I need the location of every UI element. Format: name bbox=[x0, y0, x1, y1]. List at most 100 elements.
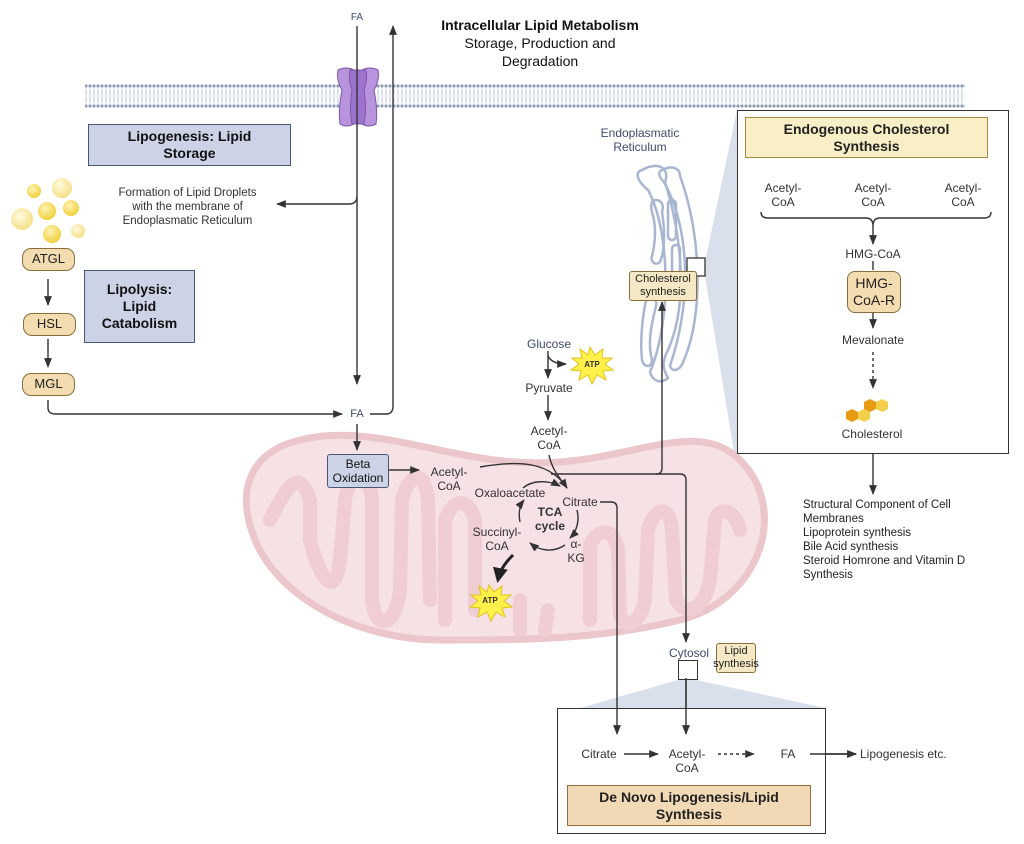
chol-acetyl-coa-2: Acetyl- CoA bbox=[848, 181, 898, 209]
dnl-panel-title: De Novo Lipogenesis/Lipid Synthesis bbox=[567, 785, 811, 826]
hmg-coa-label: HMG-CoA bbox=[845, 247, 901, 261]
droplet-text-line3: Endoplasmatic Reticulum bbox=[122, 215, 253, 227]
alpha-kg-label: α- KG bbox=[564, 537, 588, 565]
succinyl-to-oxaloacetate-arrow bbox=[515, 499, 525, 523]
droplet-text-line1: Formation of Lipid Droplets bbox=[118, 187, 257, 199]
tca-cycle-label: TCA cycle bbox=[525, 505, 575, 533]
cholesterol-uses-list: Structural Component of Cell Membranes L… bbox=[803, 498, 1003, 582]
oxaloacetate-label: Oxaloacetate bbox=[474, 486, 546, 500]
acetyl-coa-glycolysis: Acetyl- CoA bbox=[522, 424, 576, 452]
glucose-label: Glucose bbox=[526, 337, 572, 351]
dnl-acetyl-coa-label: Acetyl- CoA bbox=[662, 747, 712, 775]
oxaloacetate-to-citrate-arrow bbox=[522, 478, 561, 489]
chol-tag-line1: Cholesterol bbox=[635, 273, 691, 285]
diagram-title: Intracellular Lipid Metabolism Storage, … bbox=[410, 16, 670, 70]
cytosol-zoom-box bbox=[678, 660, 698, 680]
chol-title-line1: Endogenous Cholesterol bbox=[783, 121, 950, 137]
dnl-acetyl-line1: Acetyl- bbox=[668, 747, 706, 761]
lipolysis-line3: Catabolism bbox=[101, 315, 178, 331]
beta-line1: Beta bbox=[345, 457, 371, 471]
enzyme-mgl: MGL bbox=[22, 373, 75, 396]
chol-acetyl-1-line1: Acetyl- bbox=[764, 181, 802, 195]
lipogenesis-etc-label: Lipogenesis etc. bbox=[860, 747, 947, 761]
chol-acetyl-coa-3: Acetyl- CoA bbox=[938, 181, 988, 209]
acetyl-gly-line2: CoA bbox=[537, 438, 561, 452]
chol-acetyl-2-line1: Acetyl- bbox=[854, 181, 892, 195]
cytosol-zoom-wedge bbox=[580, 680, 826, 708]
droplet-formation-text: Formation of Lipid Droplets with the mem… bbox=[100, 186, 275, 228]
mevalonate-label: Mevalonate bbox=[841, 333, 905, 347]
fa-center-label: FA bbox=[350, 408, 364, 420]
dnl-title-line1: De Novo Lipogenesis/Lipid bbox=[599, 789, 779, 805]
er-label-line2: Reticulum bbox=[613, 140, 667, 154]
chol-acetyl-3-line1: Acetyl- bbox=[944, 181, 982, 195]
chol-acetyl-2-line2: CoA bbox=[861, 195, 885, 209]
succinyl-line1: Succinyl- bbox=[472, 525, 522, 539]
lipid-droplets-icon bbox=[11, 178, 85, 243]
enzyme-hsl: HSL bbox=[23, 313, 76, 336]
glucose-atp-arrow bbox=[547, 355, 567, 368]
atp-star-glycolysis bbox=[569, 345, 615, 386]
title-sub-1: Storage, Production and bbox=[464, 35, 616, 51]
akg-line2: KG bbox=[567, 551, 585, 565]
chol-title-line2: Synthesis bbox=[833, 138, 900, 154]
lipolysis-line1: Lipolysis: bbox=[106, 281, 173, 297]
tca-line1: TCA bbox=[537, 505, 563, 519]
use-item: Synthesis bbox=[803, 569, 853, 581]
fa-top-label: FA bbox=[350, 12, 364, 23]
er-label-line1: Endoplasmatic bbox=[600, 126, 680, 140]
use-item: Structural Component of Cell bbox=[803, 499, 951, 511]
lipid-tag-line1: Lipid bbox=[724, 645, 748, 657]
cell-membrane bbox=[85, 84, 965, 108]
chol-acetyl-coa-1: Acetyl- CoA bbox=[758, 181, 808, 209]
acetyl-mito-line2: CoA bbox=[437, 479, 461, 493]
lipid-tag-line2: synthesis bbox=[713, 658, 759, 670]
dnl-fa-label: FA bbox=[780, 747, 796, 761]
akg-to-succinyl-arrow bbox=[529, 542, 566, 552]
succinyl-atp-arrow bbox=[493, 553, 515, 583]
acetyl-mito-line1: Acetyl- bbox=[430, 465, 468, 479]
atp-glycolysis-label: ATP bbox=[584, 360, 600, 369]
use-item: Steroid Homrone and Vitamin D bbox=[803, 555, 966, 567]
tca-line2: cycle bbox=[534, 519, 566, 533]
use-item: Lipoprotein synthesis bbox=[803, 527, 912, 539]
citrate-label: Citrate bbox=[562, 495, 598, 509]
title-main: Intracellular Lipid Metabolism bbox=[441, 17, 639, 33]
atp-tca-label: ATP bbox=[482, 596, 498, 605]
dnl-title-line2: Synthesis bbox=[655, 806, 723, 822]
succinyl-line2: CoA bbox=[485, 539, 509, 553]
pyruvate-label: Pyruvate bbox=[525, 381, 573, 395]
chol-acetyl-1-line2: CoA bbox=[771, 195, 795, 209]
citrate-export-arrow bbox=[600, 501, 621, 735]
mgl-to-fa-arrow bbox=[47, 400, 343, 418]
acetyl-coa-mito: Acetyl- CoA bbox=[420, 465, 478, 493]
lipolysis-line2: Lipid bbox=[122, 298, 157, 314]
er-zoom-wedge bbox=[705, 110, 737, 470]
beta-line2: Oxidation bbox=[332, 471, 384, 485]
use-item: Membranes bbox=[803, 513, 864, 525]
hmgr-line2: CoA-R bbox=[852, 292, 895, 308]
atp-star-tca bbox=[468, 583, 514, 623]
dnl-citrate-label: Citrate bbox=[581, 747, 617, 761]
enzyme-atgl: ATGL bbox=[22, 248, 75, 271]
hmgr-line1: HMG- bbox=[855, 275, 893, 291]
chol-tag-line2: synthesis bbox=[640, 286, 686, 298]
fa-export-arrow bbox=[370, 25, 397, 415]
droplet-formation-arrow bbox=[276, 195, 358, 208]
chol-acetyl-3-line2: CoA bbox=[951, 195, 975, 209]
akg-line1: α- bbox=[570, 537, 582, 551]
hmg-coa-reductase: HMG- CoA-R bbox=[847, 271, 901, 313]
lipogenesis-line1: Lipogenesis: Lipid bbox=[127, 128, 252, 144]
droplet-text-line2: with the membrane of bbox=[132, 201, 243, 213]
cholesterol-panel-title: Endogenous Cholesterol Synthesis bbox=[745, 117, 988, 158]
membrane-transporter-icon bbox=[337, 67, 379, 127]
cytosol-label: Cytosol bbox=[668, 646, 709, 660]
acetyl-to-cytosol-arrow bbox=[656, 473, 690, 643]
dnl-acetyl-line2: CoA bbox=[675, 761, 699, 775]
citrate-to-akg-arrow bbox=[569, 509, 580, 539]
